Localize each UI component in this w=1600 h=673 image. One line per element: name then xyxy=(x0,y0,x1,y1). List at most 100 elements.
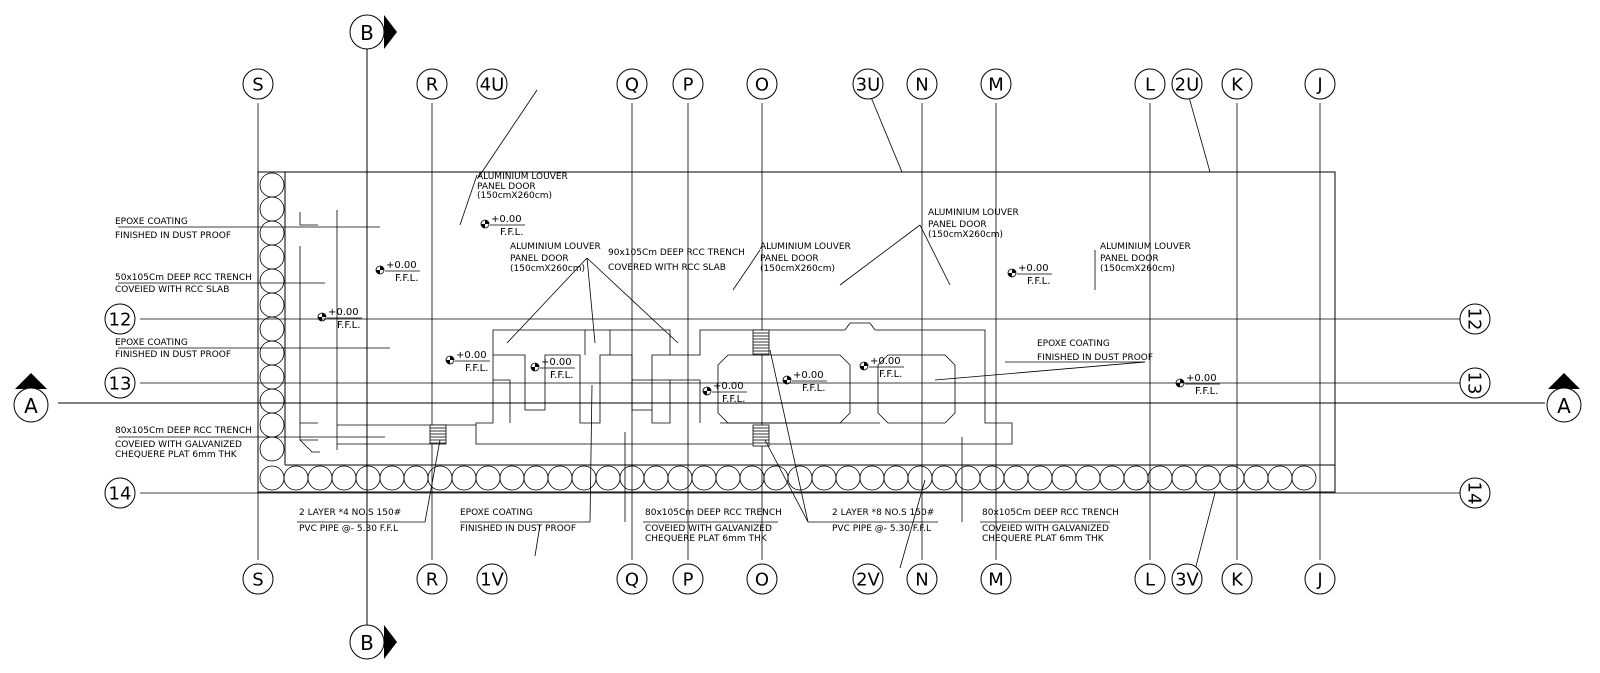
grid-bubble-label: N xyxy=(915,75,928,96)
level-ref: F.F.L. xyxy=(879,369,902,380)
level-markers: +0.00F.F.L.+0.00F.F.L.+0.00F.F.L.+0.00F.… xyxy=(317,214,1220,405)
level-ref: F.F.L. xyxy=(802,383,825,394)
grid-bubble: S xyxy=(242,68,274,100)
note-text: (150cmX260cm) xyxy=(928,230,1003,240)
level-marker: +0.00F.F.L. xyxy=(1175,373,1220,397)
note-text: COVEIED WITH GALVANIZED xyxy=(645,524,772,534)
grid-bubble: J xyxy=(1304,563,1336,595)
grid-bubble: O xyxy=(746,563,778,595)
grid-bubble: 1V xyxy=(476,563,508,595)
note-text: (150cmX260cm) xyxy=(477,191,552,201)
level-ref: F.F.L. xyxy=(465,363,488,374)
grid-bubble-label: R xyxy=(426,75,439,96)
level-marker: +0.00F.F.L. xyxy=(1007,263,1052,287)
note-text: ALUMINIUM LOUVER xyxy=(477,172,568,182)
grid-bubble: J xyxy=(1304,68,1336,100)
grid-bubble: N xyxy=(906,563,938,595)
svg-text:A: A xyxy=(1557,394,1571,418)
level-value: +0.00 xyxy=(541,357,572,368)
note-text: (150cmX260cm) xyxy=(510,264,585,274)
grid-bubble: M xyxy=(980,68,1012,100)
grid-bubble-label: 13 xyxy=(1464,372,1485,395)
grid-bubble-label: 2V xyxy=(856,570,880,591)
grid-bubbles-right: 12 13 14 xyxy=(1459,303,1491,509)
grid-bubble: 13 xyxy=(1459,367,1491,399)
grid-bubble-label: 12 xyxy=(1464,308,1485,331)
note-text: ALUMINIUM LOUVER xyxy=(510,242,601,252)
level-value: +0.00 xyxy=(456,350,487,361)
grid-bubble-label: Q xyxy=(625,75,639,96)
note-text: FINISHED IN DUST PROOF xyxy=(115,350,231,360)
grid-bubble: N xyxy=(906,68,938,100)
grid-bubble: S xyxy=(242,563,274,595)
grid-bubble: 12 xyxy=(104,303,136,335)
grid-bubble-label: R xyxy=(426,570,439,591)
level-ref: F.F.L. xyxy=(1027,276,1050,287)
level-value: +0.00 xyxy=(870,356,901,367)
level-value: +0.00 xyxy=(386,260,417,271)
grid-bubble-label: K xyxy=(1231,75,1244,96)
grid-bubble-label: J xyxy=(1316,75,1322,96)
grid-bubble: 3V xyxy=(1171,563,1203,595)
grid-bubble: 12 xyxy=(1459,303,1491,335)
grid-bubbles-bottom: S R 1V Q P O 2V N M L 3V K J xyxy=(242,563,1336,595)
grid-bubble-label: L xyxy=(1145,570,1155,591)
level-ref: F.F.L. xyxy=(550,370,573,381)
wall-column-series-left xyxy=(259,172,285,462)
note-text: EPOXE COATING xyxy=(115,338,188,348)
note-text: PANEL DOOR xyxy=(1100,254,1159,264)
note-text: FINISHED IN DUST PROOF xyxy=(460,524,576,534)
note-text: ALUMINIUM LOUVER xyxy=(928,208,1019,218)
grid-bubble-label: 14 xyxy=(1464,482,1485,505)
grid-bubble-label: N xyxy=(915,570,928,591)
grid-bubble-label: K xyxy=(1231,570,1244,591)
wall-column-series-bottom xyxy=(259,465,1317,491)
grid-bubble-label: J xyxy=(1316,570,1322,591)
note-text: EPOXE COATING xyxy=(115,217,188,227)
grid-bubble: Q xyxy=(616,563,648,595)
svg-text:B: B xyxy=(360,21,374,45)
section-marker-b-bottom: B xyxy=(349,624,397,660)
grid-bubble: 4U xyxy=(476,68,508,100)
grid-bubble: M xyxy=(980,563,1012,595)
level-marker: +0.00F.F.L. xyxy=(530,357,575,381)
grid-bubble-label: M xyxy=(988,570,1004,591)
note-text: 2 LAYER *8 NO.S 150# xyxy=(832,508,934,518)
grid-bubble-label: 3U xyxy=(856,75,881,96)
section-marker-a-left: A xyxy=(13,373,49,423)
grid-bubble-label: 4U xyxy=(480,75,505,96)
trench-layout xyxy=(299,210,1013,453)
grid-bubble: P xyxy=(672,563,704,595)
grid-bubble: 2U xyxy=(1171,68,1203,100)
grid-bubble: 14 xyxy=(1459,477,1491,509)
grid-bubble: O xyxy=(746,68,778,100)
level-ref: F.F.L. xyxy=(1195,386,1218,397)
level-ref: F.F.L. xyxy=(722,394,745,405)
grid-bubble: 3U xyxy=(852,68,884,100)
note-text: COVEIED WITH GALVANIZED xyxy=(982,524,1109,534)
level-value: +0.00 xyxy=(793,370,824,381)
note-text: CHEQUERE PLAT 6mm THK xyxy=(115,450,238,460)
grid-bubble: K xyxy=(1221,68,1253,100)
level-value: +0.00 xyxy=(1018,263,1049,274)
grid-bubble: R xyxy=(416,563,448,595)
note-text: COVEIED WITH RCC SLAB xyxy=(115,285,229,295)
grid-bubble-label: P xyxy=(683,75,694,96)
grid-bubble-label: 12 xyxy=(109,310,132,331)
note-text: 2 LAYER *4 NO.S 150# xyxy=(299,508,401,518)
note-text: 90x105Cm DEEP RCC TRENCH xyxy=(608,248,745,258)
note-text: FINISHED IN DUST PROOF xyxy=(1037,353,1153,363)
level-marker: +0.00F.F.L. xyxy=(702,381,747,405)
grid-bubble-label: S xyxy=(252,75,263,96)
note-text: CHEQUERE PLAT 6mm THK xyxy=(982,534,1105,544)
note-text: COVERED WITH RCC SLAB xyxy=(608,263,726,273)
grid-bubble: L xyxy=(1134,68,1166,100)
note-text: CHEQUERE PLAT 6mm THK xyxy=(645,534,768,544)
grid-bubble-label: P xyxy=(683,570,694,591)
level-ref: F.F.L. xyxy=(395,273,418,284)
note-text: COVEIED WITH GALVANIZED xyxy=(115,440,242,450)
svg-text:B: B xyxy=(360,631,374,655)
note-text: (150cmX260cm) xyxy=(1100,264,1175,274)
